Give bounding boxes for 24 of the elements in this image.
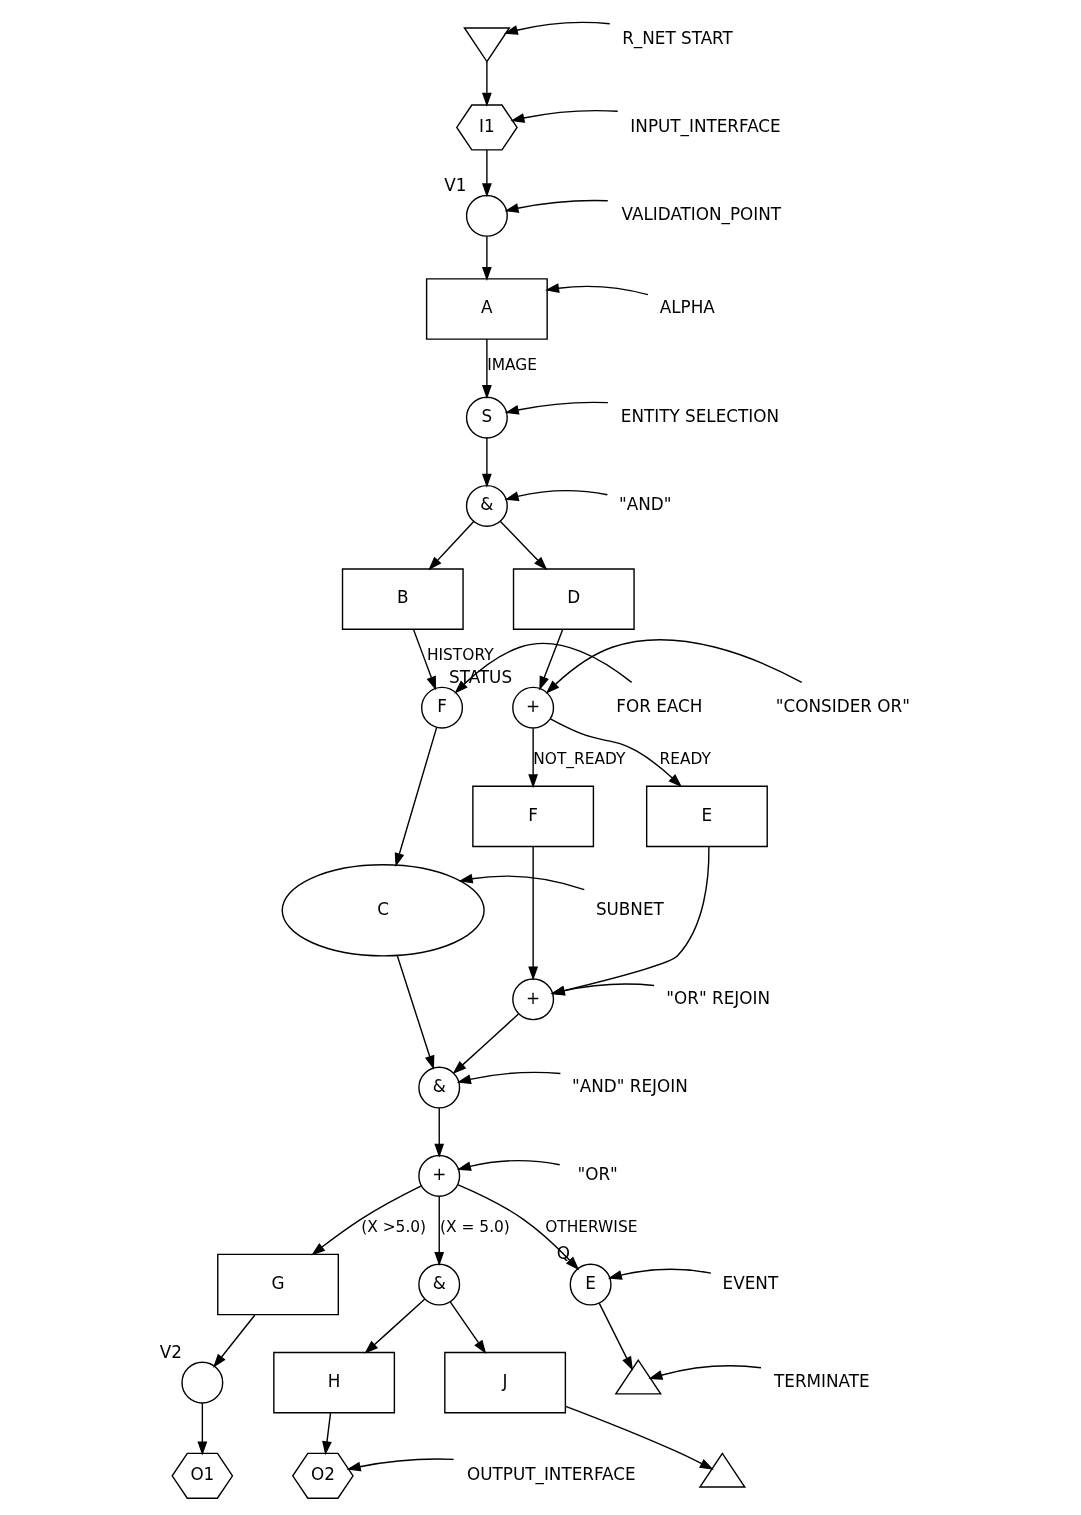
node-text: R_NET START [622,27,733,48]
edge-label: HISTORY [426,645,494,664]
edge-label: IMAGE [487,355,538,374]
node-text: FOR EACH [616,696,703,717]
edge-label: OTHERWISE [545,1217,638,1236]
node-text: VALIDATION_POINT [621,204,782,225]
node-text: "AND" REJOIN [571,1075,688,1096]
node-text: "OR" [577,1164,618,1185]
node-text: "CONSIDER OR" [775,696,910,717]
node-text: "AND" [619,494,672,515]
node-text: ALPHA [659,297,715,318]
node-text: EVENT [722,1272,779,1293]
edge-label: READY [659,749,711,768]
node-label: V2 [159,1341,182,1362]
node-label: V1 [444,174,467,195]
edge-label: (X = 5.0) [440,1217,510,1236]
node-text: INPUT_INTERFACE [630,115,781,136]
node-text: OUTPUT_INTERFACE [467,1464,636,1485]
node-text: TERMINATE [774,1370,870,1391]
node-text: SUBNET [595,898,664,919]
edge-label: (X >5.0) [361,1217,427,1236]
edge-label: NOT_READY [533,749,626,768]
node-text: ENTITY SELECTION [620,405,780,426]
node-text: "OR" REJOIN [666,987,770,1008]
